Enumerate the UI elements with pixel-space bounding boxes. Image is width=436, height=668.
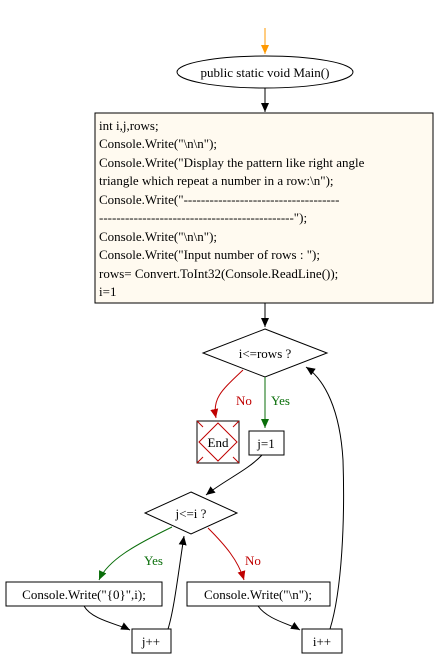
- code-line: triangle which repeat a number in a row:…: [99, 173, 334, 188]
- code-line: Console.Write("\n\n");: [99, 136, 217, 151]
- code-block: int i,j,rows; Console.Write("\n\n"); Con…: [94, 112, 434, 304]
- inner-yes-label: Yes: [144, 553, 163, 568]
- code-line: Console.Write("-------------------------…: [99, 192, 339, 207]
- inner-condition: j<=i ?: [143, 491, 239, 535]
- edge-write-i-to-j-increment: [83, 605, 131, 631]
- write-i-label: Console.Write("{0}",i);: [22, 587, 146, 602]
- edge-inner-yes: [98, 526, 173, 581]
- inner-condition-label: j<=i ?: [175, 506, 207, 521]
- j-increment-node: j++: [131, 628, 172, 654]
- code-line: rows= Convert.ToInt32(Console.ReadLine()…: [99, 266, 338, 281]
- start-node-label: public static void Main(): [201, 65, 330, 80]
- j-init-node: j=1: [248, 430, 285, 456]
- outer-condition-label: i<=rows ?: [239, 346, 292, 361]
- j-increment-label: j++: [141, 634, 160, 649]
- edge-i-increment-loop: [305, 366, 345, 630]
- end-node: End: [196, 420, 240, 464]
- code-line: Console.Write("Display the pattern like …: [99, 155, 365, 170]
- edge-j-init-to-inner-condition: [205, 454, 263, 496]
- i-increment-label: i++: [313, 634, 331, 649]
- edge-j-increment-loop: [167, 535, 187, 630]
- code-line: i=1: [99, 284, 116, 299]
- write-i-node: Console.Write("{0}",i);: [5, 581, 163, 607]
- j-init-label: j=1: [256, 436, 274, 451]
- edge-inner-no: [207, 527, 246, 581]
- outer-condition: i<=rows ?: [201, 328, 329, 378]
- edge-outer-no: [210, 369, 244, 419]
- code-line: int i,j,rows;: [99, 118, 159, 133]
- outer-no-label: No: [236, 393, 252, 408]
- code-line: ----------------------------------------…: [99, 210, 307, 225]
- edge-write-newline-to-i-increment: [257, 605, 301, 631]
- outer-yes-label: Yes: [271, 393, 290, 408]
- code-line: Console.Write("Input number of rows : ")…: [99, 247, 320, 262]
- code-line: Console.Write("\n\n");: [99, 229, 217, 244]
- write-newline-label: Console.Write("\n");: [204, 587, 312, 602]
- i-increment-node: i++: [301, 628, 343, 654]
- inner-no-label: No: [245, 553, 261, 568]
- start-node: public static void Main(): [176, 55, 354, 89]
- end-node-label: End: [208, 435, 229, 450]
- write-newline-node: Console.Write("\n");: [186, 581, 331, 607]
